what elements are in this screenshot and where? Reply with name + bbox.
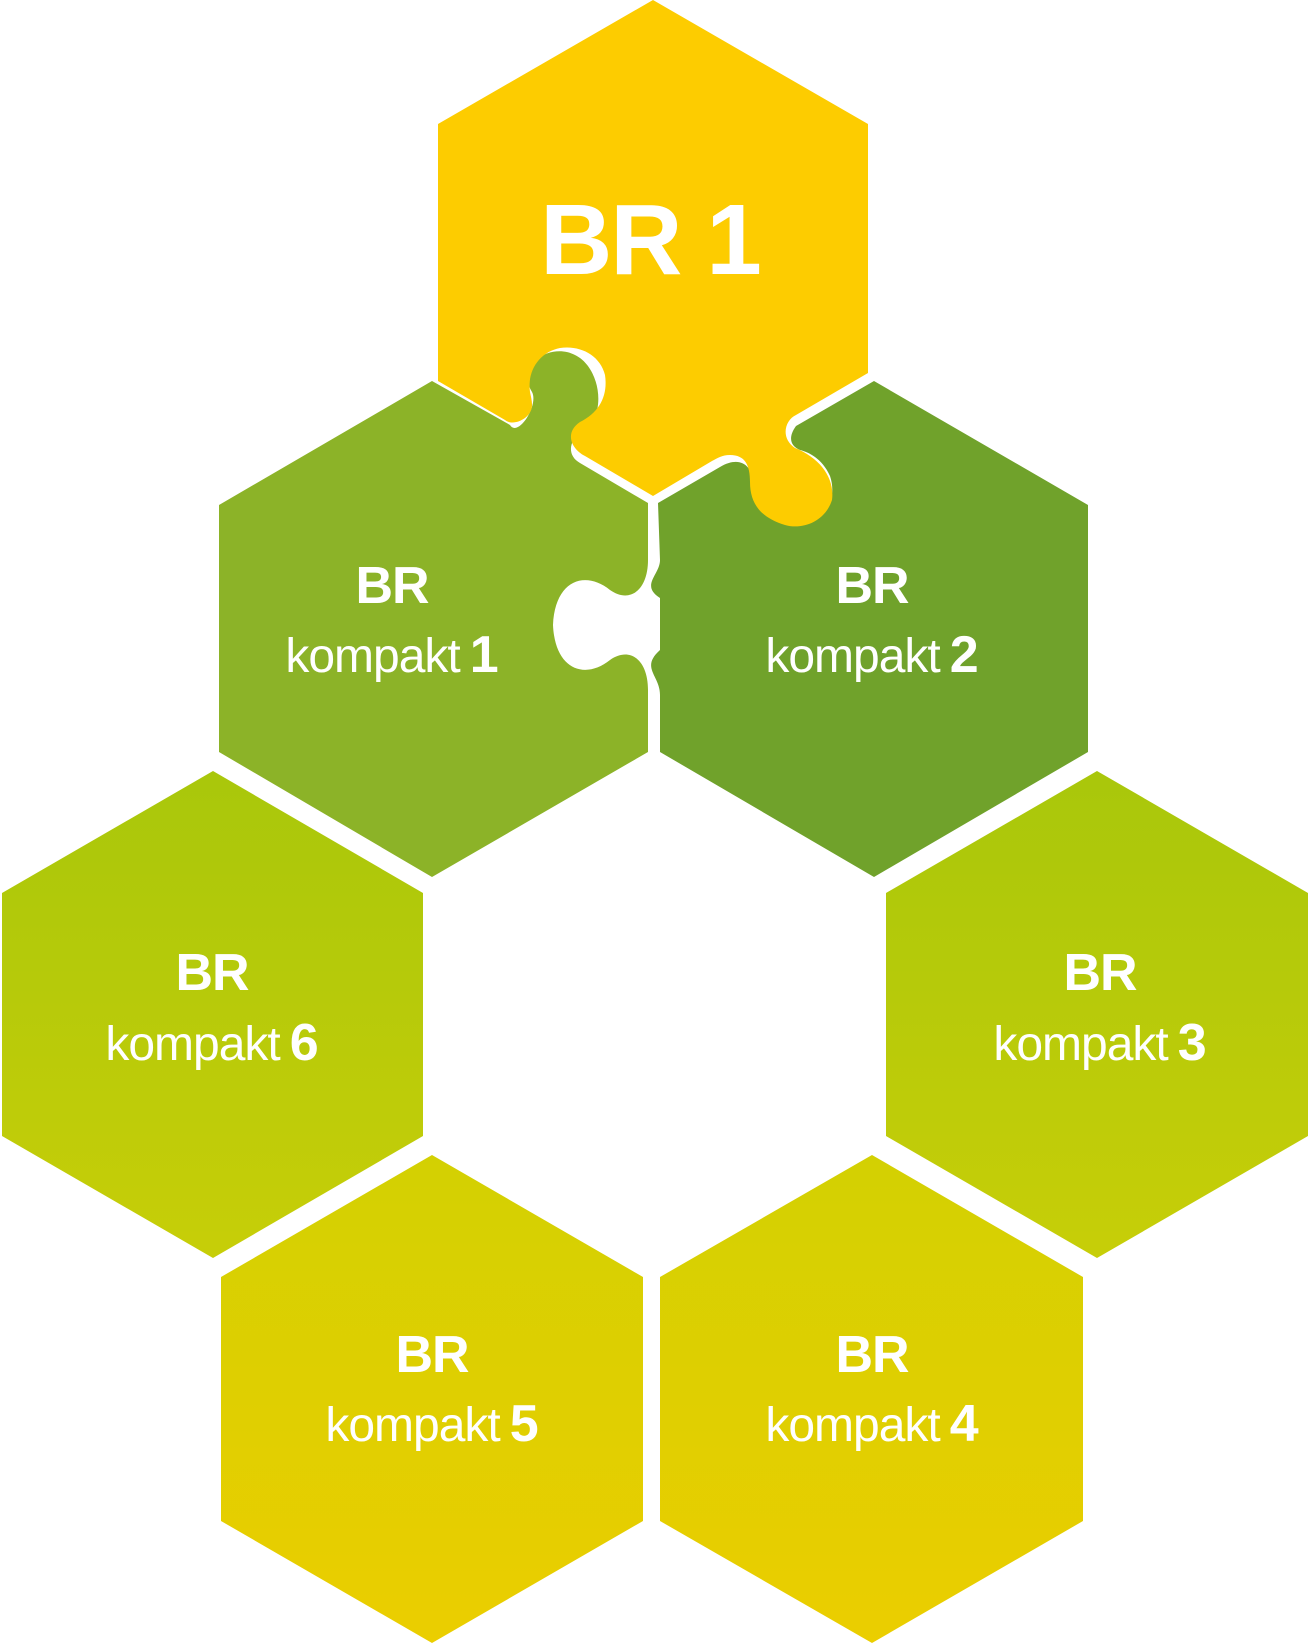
hexagon-br-kompakt-2	[651, 381, 1088, 877]
label-number: 6	[290, 1014, 319, 1072]
label-brand: BR	[835, 557, 909, 615]
hexagon-shape	[660, 1155, 1083, 1643]
hexagon-br-kompakt-5	[221, 1155, 643, 1643]
label-number: 3	[1178, 1014, 1207, 1072]
label-number: 5	[510, 1395, 539, 1453]
label-brand: BR	[835, 1326, 909, 1384]
hexagon-shape	[2, 771, 423, 1258]
label-brand: BR	[355, 557, 429, 615]
label-number: 1	[470, 626, 499, 684]
hexagon-br-kompakt-4	[660, 1155, 1083, 1643]
hexagon-shape	[438, 0, 868, 527]
label-number: 4	[950, 1395, 979, 1453]
label-word: kompakt	[285, 630, 460, 683]
hexagon-br-kompakt-3	[886, 771, 1308, 1258]
label-number: 2	[950, 626, 979, 684]
label-word: kompakt	[105, 1018, 280, 1071]
label-word: kompakt	[325, 1399, 500, 1452]
hexagon-shape	[886, 771, 1308, 1258]
label-word: kompakt	[765, 630, 940, 683]
hexagon-br-1	[438, 0, 868, 527]
hexagon-shape	[651, 381, 1088, 877]
label-brand: BR	[395, 1326, 469, 1384]
hexagon-br-kompakt-1	[219, 351, 648, 877]
hexagon-br-kompakt-6	[2, 771, 423, 1258]
label-brand: BR	[1063, 944, 1137, 1002]
label-brand: BR	[175, 944, 249, 1002]
label-word: kompakt	[765, 1399, 940, 1452]
label-word: kompakt	[993, 1018, 1168, 1071]
hexagon-shape	[219, 351, 648, 877]
label-br-1: BR 1	[540, 184, 760, 296]
hexagon-shape	[221, 1155, 643, 1643]
